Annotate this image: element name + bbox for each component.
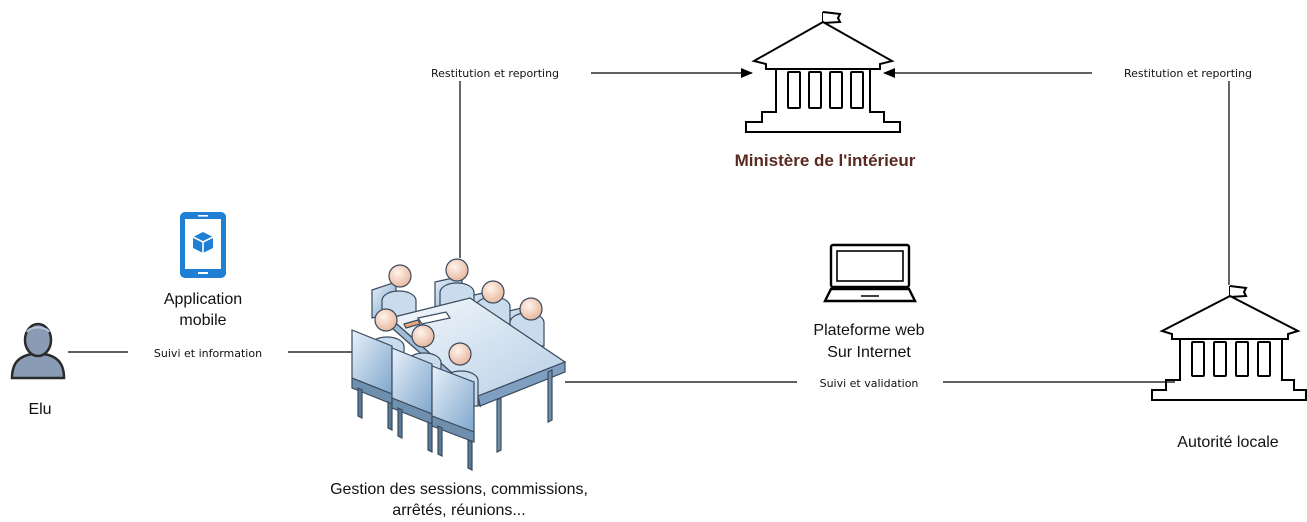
mobile-phone-icon: [180, 212, 226, 278]
web-label-line1: Plateforme web: [813, 322, 924, 339]
edge-label-restitution-left: Restitution et reporting: [399, 64, 591, 81]
local-authority-label: Autorité locale: [1177, 434, 1278, 451]
edge-label-text: Suivi et information: [154, 347, 262, 360]
edge-label-restitution-right: Restitution et reporting: [1092, 64, 1284, 81]
user-icon: [10, 322, 66, 380]
government-building-icon: [1151, 285, 1307, 401]
government-building-icon: [745, 11, 901, 133]
edge-label-text: Restitution et reporting: [431, 67, 559, 80]
laptop-icon: [823, 243, 917, 303]
app-label-line2: mobile: [179, 312, 226, 329]
web-label-line2: Sur Internet: [827, 344, 911, 361]
meeting-table-icon: [351, 258, 567, 471]
app-label-line1: Application: [164, 291, 242, 308]
edge-label-text: Suivi et validation: [820, 377, 919, 390]
meeting-label-line2: arrêtés, réunions...: [392, 502, 525, 519]
edge-label-suivi-validation: Suivi et validation: [797, 374, 943, 391]
meeting-label-line1: Gestion des sessions, commissions,: [330, 481, 588, 498]
connectors: [68, 68, 1230, 383]
ministry-label: Ministère de l'intérieur: [735, 151, 916, 170]
edge-label-text: Restitution et reporting: [1124, 67, 1252, 80]
edge-label-suivi-information: Suivi et information: [128, 344, 288, 361]
elu-label: Elu: [28, 401, 51, 418]
